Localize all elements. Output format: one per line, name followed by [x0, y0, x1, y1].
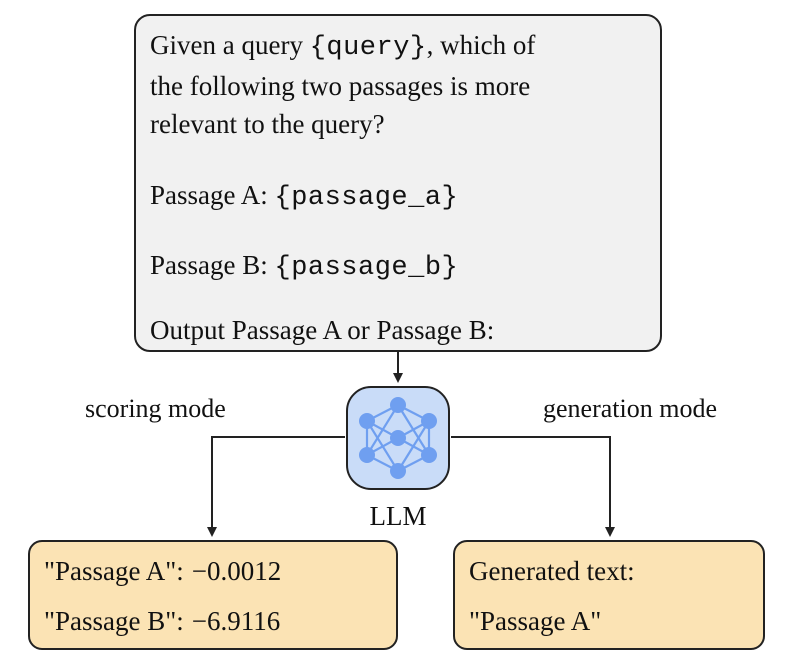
passage-a-placeholder: {passage_a}	[274, 183, 459, 213]
generation-output-box: Generated text: "Passage A"	[453, 540, 765, 650]
score-b-label: "Passage B":	[44, 606, 184, 636]
arrow-llm-to-generation	[451, 436, 615, 537]
llm-label: LLM	[369, 501, 427, 531]
prompt-passage-b: Passage B: {passage_b}	[150, 246, 646, 287]
score-b-value: −6.9116	[191, 606, 281, 636]
generated-text-value: "Passage A"	[469, 606, 602, 636]
score-a-label: "Passage A":	[44, 556, 184, 586]
passage-a-label: Passage A:	[150, 180, 275, 210]
scoring-output-box: "Passage A":−0.0012 "Passage B":−6.9116	[28, 540, 398, 650]
prompt-passage-a: Passage A: {passage_a}	[150, 176, 646, 217]
generated-text-title: Generated text:	[469, 556, 635, 586]
prompt-line1-post: , which of	[426, 30, 536, 60]
prompt-line2: the following two passages is more	[150, 71, 531, 101]
passage-b-label: Passage B:	[150, 250, 275, 280]
prompt-instruction: Output Passage A or Passage B:	[150, 315, 495, 345]
query-placeholder: {query}	[309, 33, 427, 63]
scoring-mode-label: scoring mode	[85, 394, 226, 423]
prompt-question: Given a query {query}, which of the foll…	[150, 26, 646, 143]
prompt-box: Given a query {query}, which of the foll…	[134, 14, 662, 352]
score-row-a: "Passage A":−0.0012	[44, 554, 382, 588]
passage-b-placeholder: {passage_b}	[274, 253, 459, 283]
neural-network-icon	[345, 385, 451, 491]
prompt-line1-pre: Given a query	[150, 30, 310, 60]
score-a-value: −0.0012	[191, 556, 282, 586]
prompt-line3: relevant to the query?	[150, 109, 385, 139]
score-row-b: "Passage B":−6.9116	[44, 604, 382, 638]
arrow-llm-to-scoring	[207, 436, 345, 537]
generation-mode-label: generation mode	[543, 394, 717, 423]
